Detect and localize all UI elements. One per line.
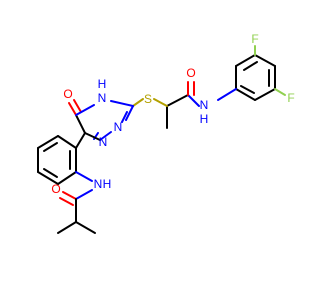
bond xyxy=(84,132,101,141)
bond-nh-to-carbonyl xyxy=(75,189,93,200)
bond xyxy=(37,135,59,149)
bond xyxy=(125,105,134,121)
bond xyxy=(37,171,59,185)
bond-carbonyl-to-ch xyxy=(166,94,189,107)
bond xyxy=(75,114,86,134)
bond-triazine-oxygen-double xyxy=(73,99,82,113)
bond xyxy=(57,135,77,149)
bond-double xyxy=(121,111,128,123)
isobutyramide xyxy=(57,171,96,234)
bond-to-fluorine-bottom xyxy=(274,88,286,96)
bond-phenyl-to-nh xyxy=(75,171,93,182)
triazine-ring xyxy=(68,98,144,149)
fluorine-top-label: F xyxy=(251,32,258,46)
phenyl-ring xyxy=(37,135,77,185)
chemical-structure-drawing: F F O N H S O N H N N N H O xyxy=(37,32,295,234)
bond-triazine-to-phenyl xyxy=(75,132,86,149)
fluorine-bottom-label: F xyxy=(287,91,294,105)
bond xyxy=(75,104,95,116)
bond xyxy=(254,54,276,67)
bond xyxy=(254,88,276,101)
bond-double-inner xyxy=(240,85,255,94)
bond-double-inner xyxy=(43,142,58,152)
bond-sulfur-to-ring xyxy=(132,98,144,107)
sulfur-label: S xyxy=(144,92,152,106)
difluorophenyl-ring xyxy=(235,45,286,101)
hydrogen-amide-right-label: H xyxy=(200,112,209,126)
nitrogen-aniline-label: N xyxy=(94,177,103,191)
nitrogen-triazine-nh-label: N xyxy=(98,91,107,105)
nitrogen-triazine-2-label: N xyxy=(99,135,108,149)
bond-triazine-oxygen xyxy=(68,102,77,116)
right-amide xyxy=(153,81,237,129)
atom-labels: F F O N H S O N H N N N H O xyxy=(51,32,294,196)
bond xyxy=(57,171,77,185)
hydrogen-aniline-label: H xyxy=(103,177,112,191)
bond xyxy=(235,54,256,67)
oxygen-amide-right-label: O xyxy=(186,66,195,80)
bond xyxy=(99,131,112,141)
bond-nh-to-ring xyxy=(217,88,237,101)
bond xyxy=(110,100,134,107)
bond-double-inner xyxy=(243,61,258,71)
nitrogen-triazine-1-label: N xyxy=(114,120,123,134)
oxygen-triazine-label: O xyxy=(63,87,72,101)
nitrogen-amide-right-label: N xyxy=(200,98,209,112)
hydrogen-triazine-nh-label: H xyxy=(98,77,107,91)
bond-ch-to-methyl-left xyxy=(57,221,77,234)
bond xyxy=(235,88,256,101)
bond-double-inner xyxy=(43,168,58,178)
bond-nh-to-carbonyl xyxy=(187,94,200,107)
bond-carbonyl-oxygen xyxy=(62,191,77,200)
oxygen-isobutyramide-label: O xyxy=(51,182,60,196)
bond-carbonyl-oxygen-double xyxy=(59,197,74,206)
bond-ch-to-sulfur xyxy=(153,98,168,107)
bond-ch-to-methyl-right xyxy=(75,221,96,234)
